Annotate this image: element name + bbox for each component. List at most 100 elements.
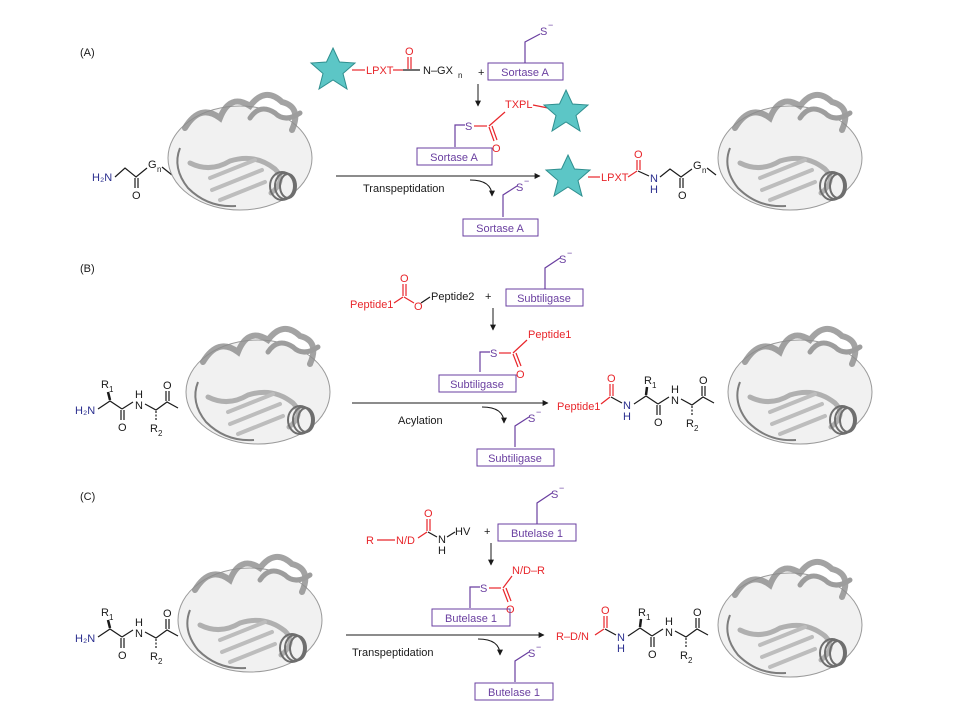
ester-o-b: O — [414, 301, 423, 313]
panel-b: (B) Peptide1 O O Peptide2 + S − Subtilig… — [75, 248, 872, 467]
product-c-n: N — [617, 632, 625, 644]
intermediate-c-tag: N/D–R — [512, 565, 545, 577]
substrate-c-nd: N/D — [396, 535, 415, 547]
nuc-c-oxygen2: O — [163, 608, 172, 620]
substrate-c-hv: HV — [455, 526, 471, 538]
product-c-r1-sub: 1 — [646, 613, 651, 622]
nuc-b-r1-sub: 1 — [109, 385, 114, 394]
nuc-c-oxygen1: O — [118, 650, 127, 662]
nuc-b-r2-sub: 2 — [158, 429, 163, 438]
intermediate-a-tag: TXPL — [505, 99, 533, 111]
nucleophile-a-oxygen: O — [132, 190, 141, 202]
thiolate-a-bottom: S — [516, 182, 523, 194]
substrate-c-oxygen: O — [424, 508, 433, 520]
nuc-b-h: H — [135, 389, 143, 401]
substrate-c-n: N — [438, 534, 446, 546]
product-c-oxygen: O — [601, 605, 610, 617]
product-b-r1: R — [644, 375, 652, 387]
nuc-c-r1: R — [101, 607, 109, 619]
intermediate-a-oxygen: O — [492, 143, 501, 155]
substrate-a-oxygen: O — [405, 46, 414, 58]
nuc-b-oxygen2: O — [163, 380, 172, 392]
nuc-c-h: H — [135, 617, 143, 629]
reaction-a-label: Transpeptidation — [363, 183, 445, 195]
product-a-gly: G — [693, 160, 702, 172]
thiolate-c-top: S — [551, 489, 558, 501]
product-c-h: H — [617, 643, 625, 655]
intermediate-a-s: S — [465, 121, 472, 133]
nuc-c-r2-sub: 2 — [158, 657, 163, 666]
enzyme-b-top: Subtiligase — [517, 293, 571, 305]
product-a-h: H — [650, 184, 658, 196]
acyl-donor-b: Peptide1 — [350, 299, 393, 311]
star-icon — [543, 89, 589, 132]
enzyme-a-top: Sortase A — [501, 67, 549, 79]
product-b-h: H — [623, 411, 631, 423]
panel-c-label: (C) — [80, 491, 95, 503]
plus-c: + — [484, 526, 490, 538]
enzyme-c-bottom: Butelase 1 — [488, 687, 540, 699]
nucleophile-a-gly-sub: n — [157, 165, 161, 174]
nuc-b-amine: H₂N — [75, 405, 95, 417]
nuc-b-oxygen1: O — [118, 422, 127, 434]
star-icon — [545, 154, 591, 197]
substrate-a-leaving-sub: n — [458, 71, 462, 80]
leaving-group-b: Peptide2 — [431, 291, 474, 303]
nuc-b-r2: R — [150, 423, 158, 435]
enzyme-c-top: Butelase 1 — [511, 528, 563, 540]
acyl-donor-b-oxygen: O — [400, 273, 409, 285]
thiolate-b-top-charge: − — [567, 248, 572, 258]
thiolate-a-top-charge: − — [548, 20, 553, 30]
plus-b: + — [485, 291, 491, 303]
product-b-r1-sub: 1 — [652, 381, 657, 390]
protein-c-left — [178, 557, 322, 672]
thiolate-a-bottom-charge: − — [524, 176, 529, 186]
intermediate-c-s: S — [480, 583, 487, 595]
product-a-gly-sub: n — [702, 166, 706, 175]
star-icon — [310, 47, 356, 90]
nuc-b-n: N — [135, 400, 143, 412]
enzyme-b-bottom: Subtiligase — [488, 453, 542, 465]
protein-c-right — [718, 562, 862, 677]
product-b-h2: H — [671, 384, 679, 396]
panel-c: (C) R N/D O N H HV + S − Butelase 1 S O … — [75, 483, 862, 701]
enzyme-a-bottom: Sortase A — [476, 223, 524, 235]
product-b-n2: N — [671, 395, 679, 407]
product-c-r1: R — [638, 607, 646, 619]
product-c-h2: H — [665, 616, 673, 628]
product-c-oxygen2: O — [693, 607, 702, 619]
product-b-r2: R — [686, 418, 694, 430]
product-c-tag: R–D/N — [556, 631, 589, 643]
product-a-tag: LPXT — [601, 172, 629, 184]
product-b-tag: Peptide1 — [557, 401, 600, 413]
panel-b-label: (B) — [80, 263, 95, 275]
thiolate-a-top: S — [540, 26, 547, 38]
product-a-oxygen: O — [634, 149, 643, 161]
thiolate-b-top: S — [559, 254, 566, 266]
nuc-c-r1-sub: 1 — [109, 613, 114, 622]
reaction-c-label: Transpeptidation — [352, 647, 434, 659]
panel-a-label: (A) — [80, 47, 95, 59]
thiolate-c-bottom-charge: − — [536, 642, 541, 652]
plus-a: + — [478, 67, 484, 79]
reaction-b-label: Acylation — [398, 415, 443, 427]
nuc-c-n: N — [135, 628, 143, 640]
thiolate-b-bottom-charge: − — [536, 407, 541, 417]
product-c-n2: N — [665, 627, 673, 639]
substrate-c-h: H — [438, 545, 446, 557]
nucleophile-a-amine: H₂N — [92, 172, 112, 184]
protein-b-left — [186, 329, 330, 444]
product-c-r2: R — [680, 650, 688, 662]
product-c-r2-sub: 2 — [688, 656, 693, 665]
nucleophile-a-gly: G — [148, 159, 157, 171]
panel-a: (A) LPXT O N–GX n + S − Sortase A S O TX… — [80, 20, 862, 237]
product-b-oxygen1: O — [654, 417, 663, 429]
substrate-a-tag: LPXT — [366, 65, 394, 77]
thiolate-b-bottom: S — [528, 413, 535, 425]
substrate-a-leaving: N–GX — [423, 65, 454, 77]
protein-a-left — [168, 95, 312, 210]
protein-b-right — [728, 329, 872, 444]
intermediate-b-tag: Peptide1 — [528, 329, 571, 341]
intermediate-b-s: S — [490, 348, 497, 360]
